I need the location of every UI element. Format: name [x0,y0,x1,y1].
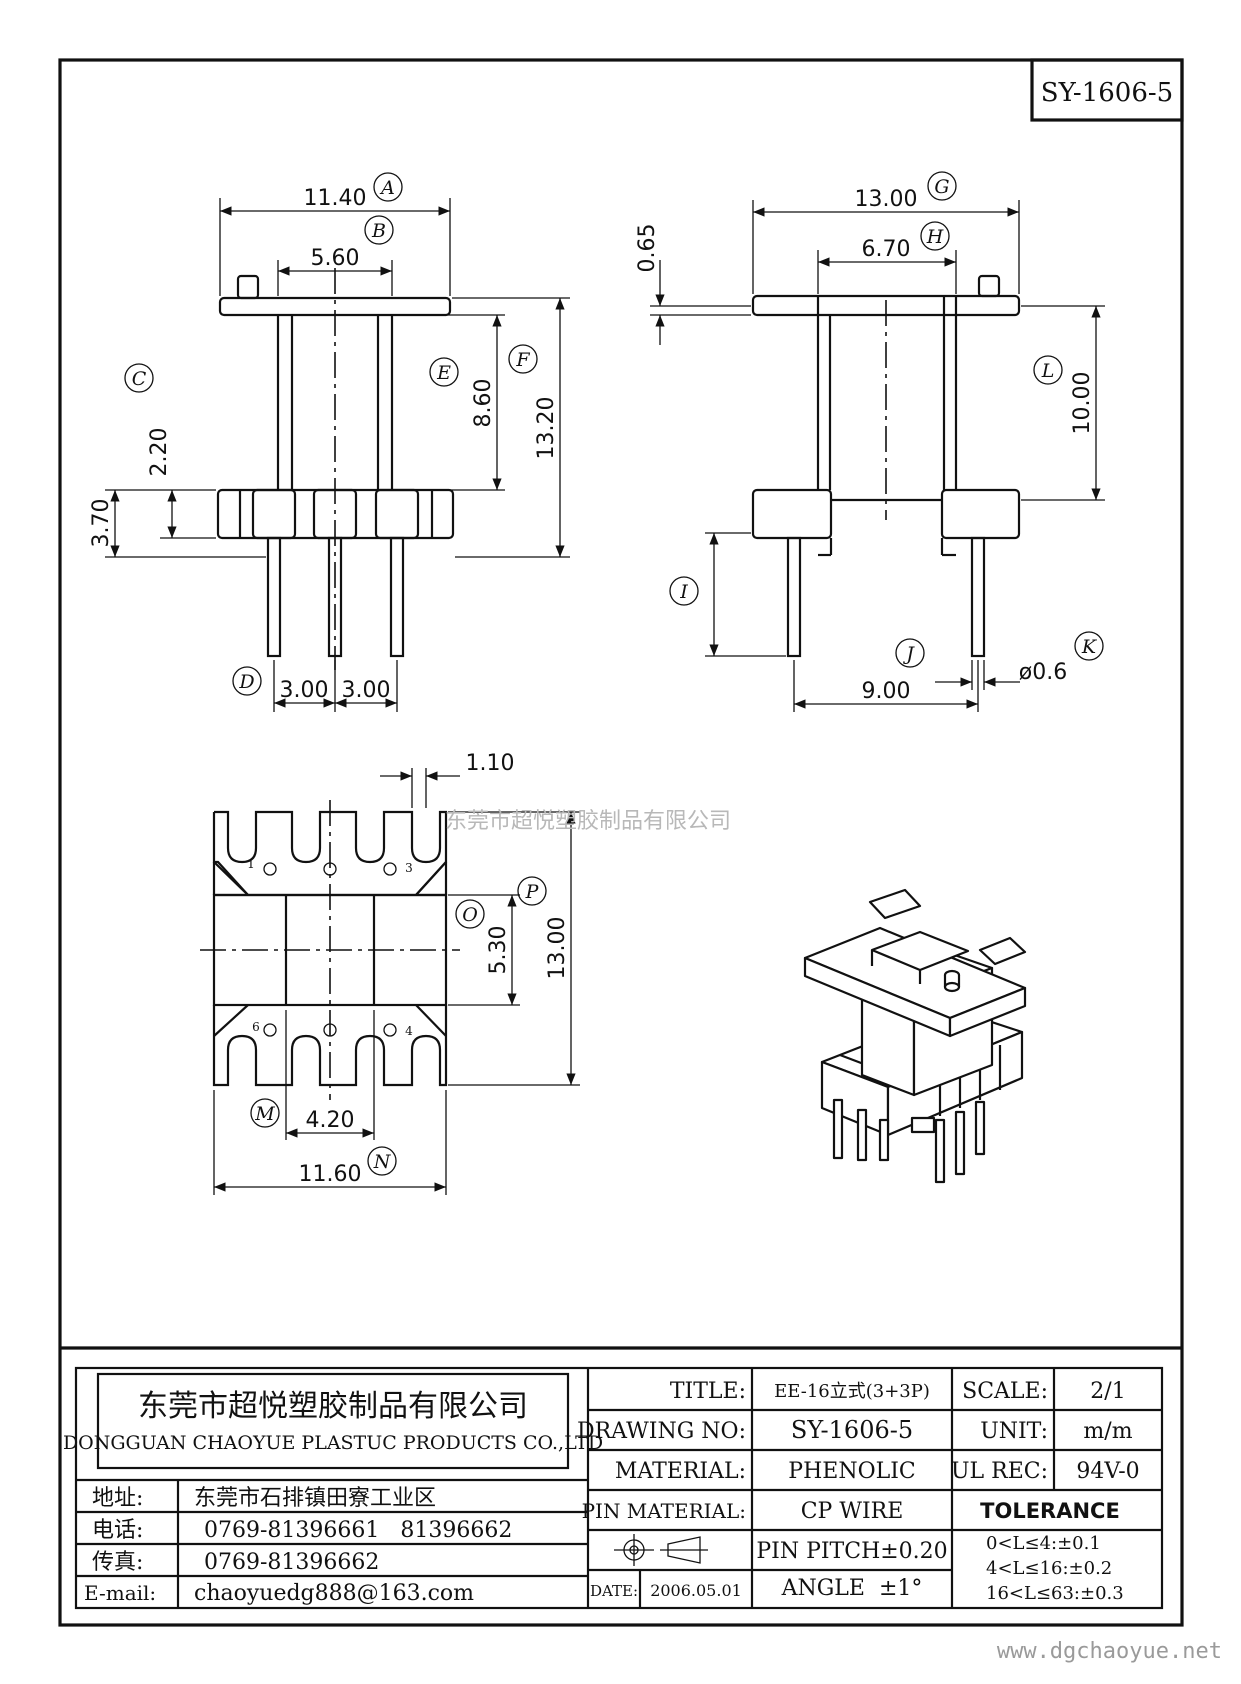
projection-symbol-icon [614,1534,708,1566]
svg-text:L: L [1041,360,1055,382]
company-name-cn: 东莞市超悦塑胶制品有限公司 [138,1389,528,1424]
svg-text:M: M [254,1103,275,1125]
front-view: 11.40 5.60 13.20 8.60 2.20 3.70 3.00 3.0… [89,172,570,712]
svg-text:O: O [462,904,478,926]
svg-text:N: N [373,1151,392,1173]
watermark-text: 东莞市超悦塑胶制品有限公司 [445,809,731,834]
svg-text:UNIT:: UNIT: [980,1419,1048,1444]
drawing-id-box: SY-1606-5 [1030,58,1184,122]
front-top-nub [236,274,260,300]
svg-text:3: 3 [405,861,413,875]
tolerance-2: 4<L≤16:±0.2 [986,1558,1112,1579]
svg-text:13.00: 13.00 [855,187,918,212]
svg-text:UL REC:: UL REC: [951,1459,1048,1484]
svg-text:6: 6 [252,1020,260,1034]
svg-text:1: 1 [247,857,255,871]
unit-value: m/m [1083,1419,1132,1444]
svg-text:11.60: 11.60 [299,1162,362,1187]
bottom-view: 1 3 4 6 1.10 13.00 5.30 4.20 11.60 M N O… [200,751,580,1195]
scale-value: 2/1 [1090,1379,1125,1404]
svg-text:E: E [436,362,451,384]
front-pin-2 [327,536,343,658]
title-value: EE-16立式(3+3P) [774,1381,930,1402]
dim-front-base-total: 3.70 [89,499,114,548]
side-view: 13.00 6.70 0.65 10.00 9.00 ø0.6 G H I [635,171,1105,712]
svg-text:5.30: 5.30 [486,926,511,975]
svg-text:ø0.6: ø0.6 [1019,660,1067,685]
svg-text:PIN MATERIAL:: PIN MATERIAL: [582,1499,746,1523]
svg-text:DRAWING NO:: DRAWING NO: [577,1419,746,1444]
material-value: PHENOLIC [788,1459,915,1484]
drawing-id: SY-1606-5 [1041,78,1173,108]
email: chaoyuedg888@163.com [194,1581,474,1606]
svg-text:A: A [379,177,395,199]
isometric-view [803,888,1027,1184]
svg-text:1.10: 1.10 [466,751,515,776]
dim-pitch-left: 3.00 [280,678,329,703]
title-block: 东莞市超悦塑胶制品有限公司 DONGGUAN CHAOYUE PLASTUC P… [63,1366,1164,1610]
side-top-nub [977,274,1001,298]
svg-text:9.00: 9.00 [862,679,911,704]
svg-text:G: G [934,176,949,198]
svg-text:E-mail:: E-mail: [84,1581,156,1605]
svg-text:地址:: 地址: [92,1486,143,1511]
svg-text:6.70: 6.70 [862,237,911,262]
svg-text:SCALE:: SCALE: [962,1379,1048,1404]
svg-text:J: J [902,643,915,665]
ul-value: 94V-0 [1076,1459,1139,1484]
svg-text:TITLE:: TITLE: [670,1379,746,1404]
dim-front-height: 13.20 [534,397,559,460]
company-name-en: DONGGUAN CHAOYUE PLASTUC PRODUCTS CO.,LT… [63,1432,603,1454]
sheet-border [58,58,1184,1627]
svg-text:F: F [515,349,530,371]
pin-material-value: CP WIRE [801,1499,904,1524]
tolerance-heading: TOLERANCE [980,1499,1120,1523]
tolerance-3: 16<L≤63:±0.3 [986,1583,1124,1604]
svg-text:13.00: 13.00 [545,917,570,980]
svg-text:H: H [926,226,944,248]
side-base-left [751,488,833,540]
svg-text:C: C [132,368,147,390]
svg-text:DATE:: DATE: [590,1582,638,1600]
dim-pitch-right: 3.00 [342,678,391,703]
svg-text:电话:: 电话: [92,1518,143,1543]
svg-text:B: B [371,220,386,242]
svg-text:10.00: 10.00 [1070,372,1095,435]
dim-front-base: 2.20 [147,428,172,477]
svg-text:K: K [1081,636,1098,658]
angle: ANGLE ±1° [781,1576,923,1601]
drawing-no-value: SY-1606-5 [791,1416,913,1444]
svg-text:0.65: 0.65 [635,224,660,273]
svg-text:传真:: 传真: [92,1550,143,1575]
svg-text:MATERIAL:: MATERIAL: [615,1459,746,1484]
svg-text:D: D [238,671,254,693]
side-pin-right [970,536,986,658]
date-value: 2006.05.01 [650,1581,742,1600]
dim-front-winding: 8.60 [471,379,496,428]
front-pin-3 [389,536,405,658]
side-pin-left [786,536,802,658]
phone: 0769-81396661 81396662 [204,1518,512,1543]
website-footer: www.dgchaoyue.net [997,1639,1222,1664]
fax: 0769-81396662 [204,1550,379,1575]
svg-text:4.20: 4.20 [306,1108,355,1133]
side-base-right [940,488,1021,540]
svg-text:4: 4 [405,1024,413,1038]
svg-text:P: P [525,881,540,903]
address: 东莞市石排镇田寮工业区 [194,1486,436,1511]
pin-pitch: PIN PITCH±0.20 [756,1539,947,1564]
svg-text:I: I [679,581,688,603]
dim-front-core: 5.60 [311,246,360,271]
tolerance-1: 0<L≤4:±0.1 [986,1533,1101,1554]
dim-front-width: 11.40 [304,186,367,211]
front-pin-1 [266,536,282,658]
